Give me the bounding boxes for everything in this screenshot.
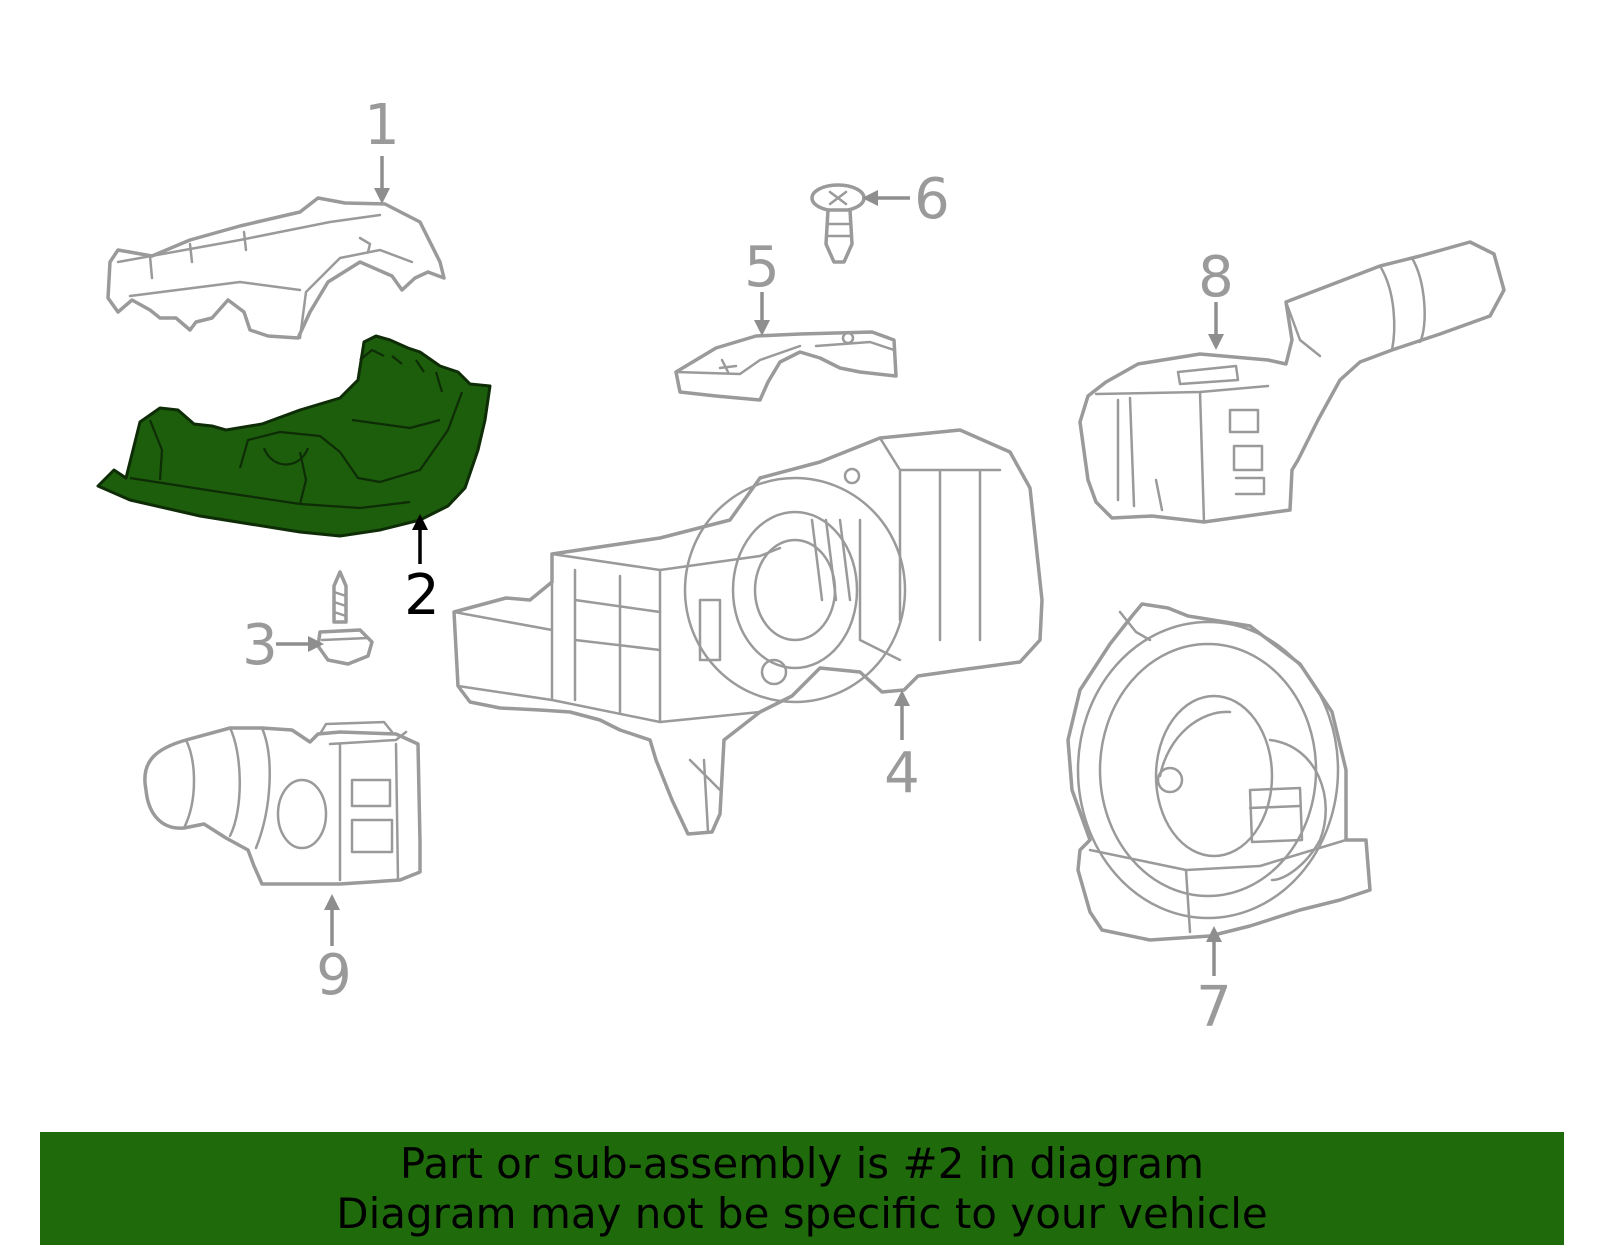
leader-5 xyxy=(754,292,770,336)
leader-1 xyxy=(374,156,390,204)
callout-2: 2 xyxy=(404,563,440,628)
part-2-lower-cover[interactable] xyxy=(96,334,492,538)
part-4-column-housing[interactable] xyxy=(452,428,1044,836)
part-7-clock-spring[interactable] xyxy=(1066,602,1372,942)
leader-3 xyxy=(276,636,324,652)
banner-line-2: Diagram may not be specific to your vehi… xyxy=(336,1188,1268,1238)
leader-6 xyxy=(862,190,910,206)
leader-8 xyxy=(1208,302,1224,350)
leader-lines xyxy=(276,156,1224,976)
leader-4 xyxy=(894,690,910,740)
callout-4: 4 xyxy=(884,741,920,806)
callout-9: 9 xyxy=(316,943,352,1008)
callout-3: 3 xyxy=(242,613,278,678)
callout-1: 1 xyxy=(364,93,400,158)
callout-5: 5 xyxy=(744,235,780,300)
part-5-bracket[interactable] xyxy=(674,330,898,402)
leader-9 xyxy=(324,894,340,946)
callout-7: 7 xyxy=(1196,975,1232,1040)
part-9-switch[interactable] xyxy=(143,720,422,886)
leader-2 xyxy=(412,514,428,564)
part-1-upper-cover[interactable] xyxy=(106,196,446,340)
callout-8: 8 xyxy=(1198,245,1234,310)
part-3-screw[interactable] xyxy=(316,570,374,666)
part-8-switch[interactable] xyxy=(1078,240,1506,524)
part-6-clip[interactable] xyxy=(810,183,866,264)
banner-line-1: Part or sub-assembly is #2 in diagram xyxy=(399,1138,1205,1188)
callout-6: 6 xyxy=(914,167,950,232)
leader-7 xyxy=(1206,926,1222,976)
info-banner: Part or sub-assembly is #2 in diagram Di… xyxy=(40,1132,1564,1245)
